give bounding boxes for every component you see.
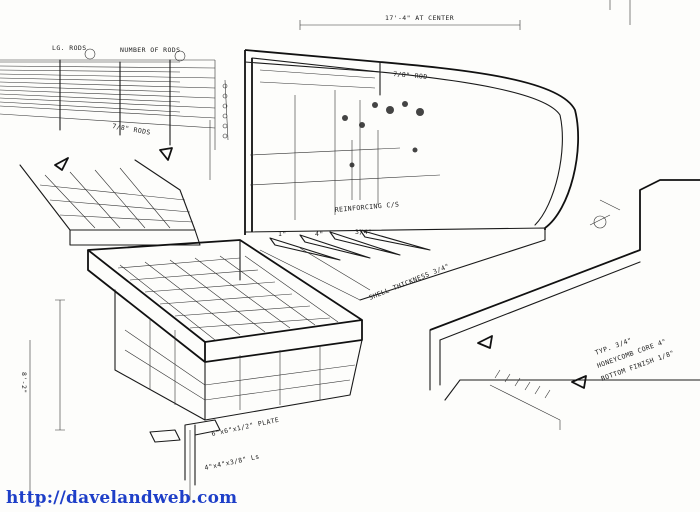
column-footing — [149, 419, 221, 500]
label-rod-note-right: 7/8" ROD — [393, 70, 428, 81]
right-lower-slab — [429, 179, 700, 430]
label-dim-2: 4" — [315, 230, 324, 238]
left-inset-slab — [19, 147, 201, 246]
label-angle: 4"x4"x3/8" Ls — [204, 452, 261, 471]
label-dim-3: 3/4" — [355, 228, 372, 236]
label-ring-left: LG. RODS — [52, 44, 87, 52]
label-reinforcing: REINFORCING C/S — [334, 200, 399, 214]
label-ring-right: NUMBER OF RODS — [120, 46, 180, 54]
curved-shell — [209, 49, 579, 301]
label-side-dim: 8'-2" — [20, 372, 28, 394]
label-top-center: 17'-4" AT CENTER — [385, 14, 454, 22]
rod-grid-upper-left — [0, 48, 229, 150]
label-plate: 6"x6"x1/2" PLATE — [211, 416, 280, 438]
label-rod-note: 7/8" RODS — [112, 122, 152, 137]
honeycomb-slab — [87, 239, 363, 421]
dimension-lines — [29, 0, 631, 500]
watermark-url: http://davelandweb.com — [6, 488, 238, 508]
label-dim-1: 1" — [278, 230, 287, 238]
label-shell: SHELL THICKNESS 3/4" — [368, 262, 451, 302]
shell-ribs — [259, 229, 431, 301]
